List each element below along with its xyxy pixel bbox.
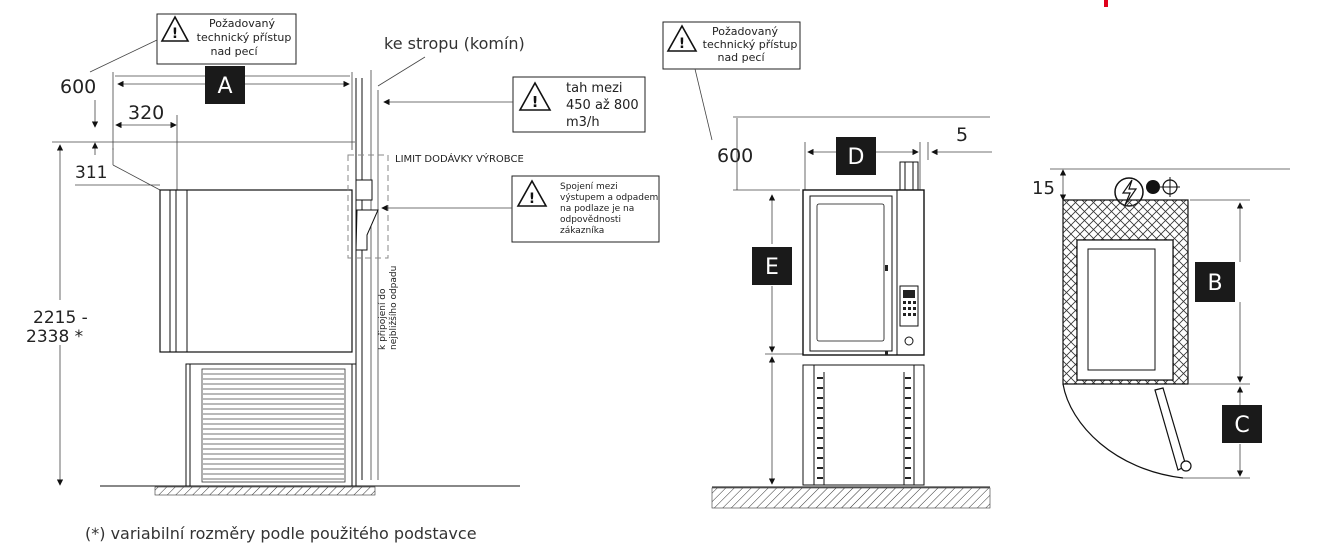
door-open: [1154, 387, 1187, 471]
supply-limit-box: [347, 154, 389, 259]
stand-side: [185, 363, 357, 487]
svg-text:!: !: [532, 93, 539, 111]
dim-box-d-label: D: [848, 145, 865, 170]
door-swing-arc: [1062, 383, 1184, 479]
top-view: 15 B C: [1032, 168, 1290, 479]
stand-front: [802, 364, 925, 486]
svg-text:!: !: [529, 191, 535, 207]
dim-box-e-label: E: [765, 255, 779, 280]
dim-box-c-label: C: [1234, 413, 1249, 438]
drain-line-3: na podlaze je na: [560, 204, 634, 214]
front-view: ! Požadovaný technický přístup nad pecí …: [662, 21, 992, 509]
supply-limit-label: LIMIT DODÁVKY VÝROBCE: [395, 152, 524, 165]
warning-triangle-icon: !: [666, 24, 698, 52]
warning-line-3: nad pecí: [210, 45, 258, 58]
dim-height-line-1: 2215 -: [33, 308, 88, 328]
warning2-line-1: Požadovaný: [712, 25, 778, 38]
warning-line-2: technický přístup: [197, 31, 292, 44]
dim-box-e: [752, 247, 792, 285]
draft-warning: ! tah mezi 450 až 800 m3/h: [512, 76, 646, 133]
service-access-warning-1: ! Požadovaný technický přístup nad pecí: [156, 13, 297, 65]
warning2-line-3: nad pecí: [717, 51, 765, 64]
oven-side-body: [159, 189, 353, 353]
draft-line-3: m3/h: [566, 115, 600, 130]
drain-label-2: nejbližšího odpadu: [388, 266, 399, 350]
drain-warning: ! Spojení mezi výstupem a odpadem na pod…: [511, 175, 660, 243]
dim-600-mid: 600: [717, 145, 753, 167]
water-connection-icon: [1146, 180, 1160, 194]
dim-box-c: [1222, 405, 1262, 443]
accent-mark: [1104, 0, 1108, 7]
dim-box-b: [1195, 262, 1235, 302]
drain-line-2: výstupem a odpadem: [560, 193, 658, 203]
dim-box-a-label: A: [217, 74, 232, 99]
dim-320: 320: [128, 102, 164, 124]
drain-line-5: zákazníka: [560, 226, 604, 236]
svg-text:!: !: [679, 36, 685, 52]
drain-line-4: odpovědnosti: [560, 215, 621, 225]
service-access-warning-2: ! Požadovaný technický přístup nad pecí: [662, 21, 801, 70]
dim-box-b-label: B: [1207, 271, 1222, 296]
side-view: ! Požadovaný technický přístup nad pecí …: [26, 13, 660, 543]
floor-hatch-front: [711, 487, 991, 509]
warning-line-1: Požadovaný: [209, 17, 275, 30]
ceiling-label: ke stropu (komín): [384, 34, 525, 53]
dim-15: 15: [1032, 178, 1055, 199]
dim-311: 311: [75, 163, 107, 183]
dim-600-left: 600: [60, 76, 96, 98]
floor-hatch-left: [154, 486, 376, 496]
svg-text:!: !: [172, 26, 178, 42]
footnote: (*) variabilní rozměry podle použitého p…: [85, 524, 477, 543]
warning2-line-2: technický přístup: [703, 38, 798, 51]
drain-label-1: k připojení do: [378, 288, 388, 350]
dim-box-d: [836, 137, 876, 175]
dim-height-line-2: 2338 *: [26, 327, 83, 347]
draft-line-1: tah mezi: [566, 81, 623, 96]
drain-connection-icon: [1160, 177, 1180, 197]
dim-5: 5: [956, 124, 968, 146]
warning-triangle-icon: !: [160, 15, 190, 42]
drain-line-1: Spojení mezi: [560, 182, 618, 192]
warning-triangle-icon: !: [516, 179, 548, 207]
warning-triangle-icon: !: [518, 81, 552, 111]
draft-line-2: 450 až 800: [566, 98, 639, 113]
dim-box-a: [205, 66, 245, 104]
